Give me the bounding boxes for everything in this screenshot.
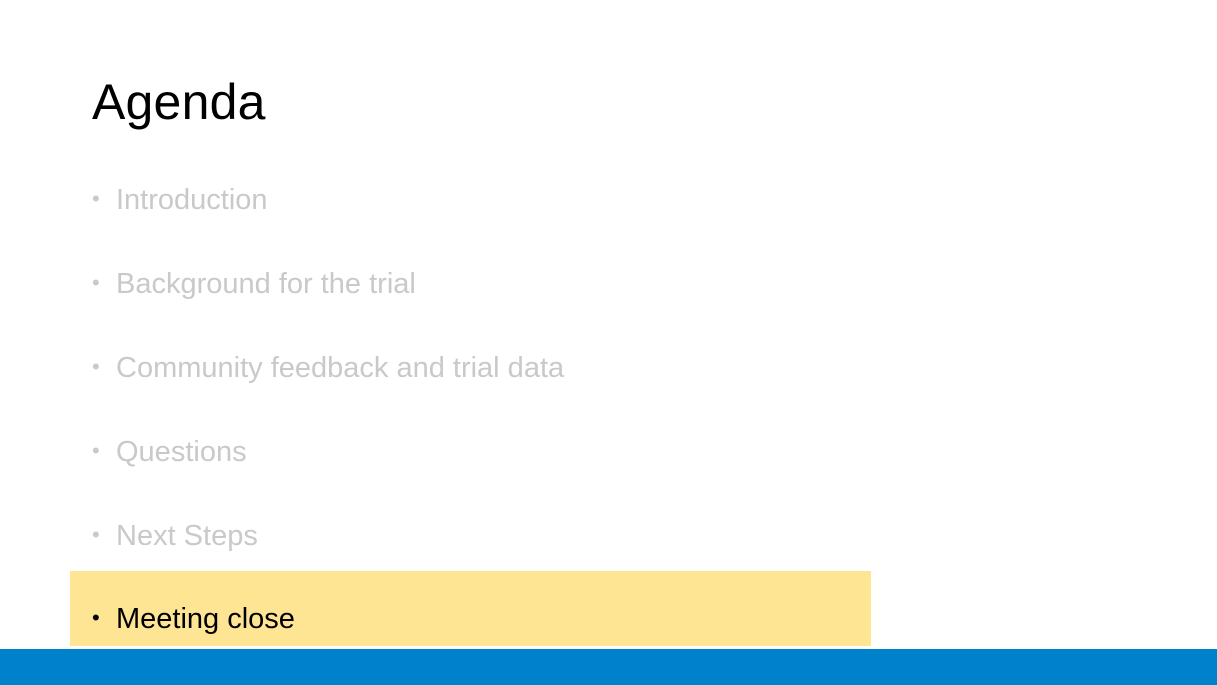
bullet-icon: • xyxy=(92,354,100,379)
bullet-icon: • xyxy=(92,186,100,211)
agenda-item-label: Questions xyxy=(116,436,247,468)
agenda-item-background: • Background for the trial xyxy=(92,266,416,301)
agenda-item-label: Meeting close xyxy=(116,603,295,635)
agenda-item-community-feedback: • Community feedback and trial data xyxy=(92,350,564,385)
agenda-item-introduction: • Introduction xyxy=(92,182,268,217)
current-item-highlight xyxy=(70,571,871,646)
bullet-icon: • xyxy=(92,438,100,463)
footer-bar xyxy=(0,649,1217,685)
bullet-icon: • xyxy=(92,522,100,547)
agenda-item-meeting-close: • Meeting close xyxy=(92,601,295,636)
bullet-icon: • xyxy=(92,270,100,295)
slide-title: Agenda xyxy=(92,74,266,130)
agenda-item-label: Introduction xyxy=(116,184,268,216)
agenda-item-label: Community feedback and trial data xyxy=(116,352,565,384)
agenda-item-questions: • Questions xyxy=(92,434,247,469)
agenda-item-next-steps: • Next Steps xyxy=(92,518,258,553)
agenda-item-label: Background for the trial xyxy=(116,268,416,300)
bullet-icon: • xyxy=(92,605,100,630)
agenda-item-label: Next Steps xyxy=(116,520,258,552)
